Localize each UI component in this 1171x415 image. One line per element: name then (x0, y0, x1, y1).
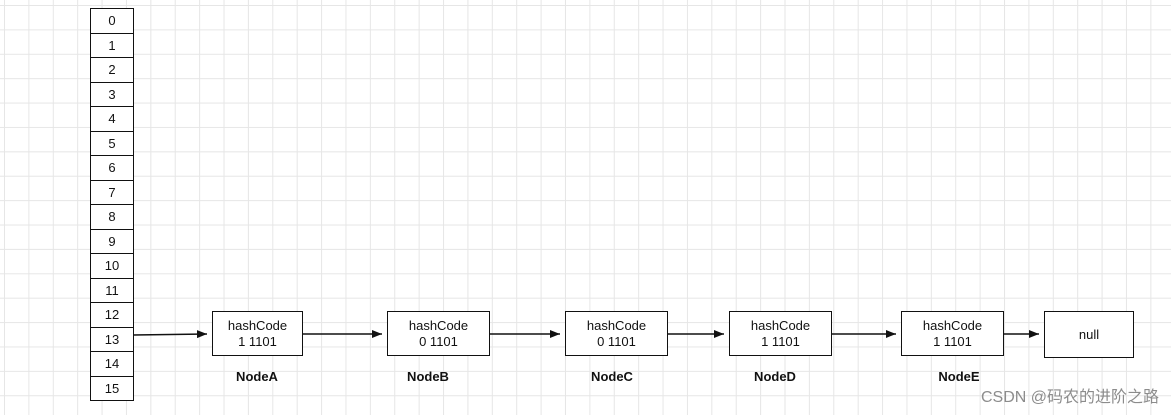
node-c-value: 0 1101 (597, 333, 636, 349)
node-d-field: hashCode (750, 317, 811, 333)
array-cell-0: 0 (91, 9, 133, 34)
array-cell-13: 13 (91, 328, 133, 352)
node-b-label: NodeB (407, 369, 449, 384)
node-e-field: hashCode (922, 317, 983, 333)
node-c-field: hashCode (586, 317, 647, 333)
array-cell-7: 7 (91, 181, 133, 205)
null-terminal-label: null (1078, 326, 1100, 342)
node-a-box: hashCode 1 1101 (212, 311, 303, 356)
node-b-box: hashCode 0 1101 (387, 311, 490, 356)
node-a-label: NodeA (236, 369, 278, 384)
node-a-field: hashCode (227, 317, 288, 333)
node-e-box: hashCode 1 1101 (901, 311, 1004, 356)
array-cell-8: 8 (91, 205, 133, 230)
csdn-watermark: CSDN @码农的进阶之路 (980, 389, 1159, 406)
array-cell-11: 11 (91, 279, 133, 303)
array-cell-5: 5 (91, 132, 133, 156)
array-cell-14: 14 (91, 352, 133, 377)
node-d-value: 1 1101 (761, 333, 800, 349)
array-cell-3: 3 (91, 83, 133, 107)
node-a-value: 1 1101 (238, 333, 277, 349)
null-terminal-box: null (1044, 311, 1134, 358)
arrow-bucket-to-nodeA (132, 330, 208, 339)
node-c-box: hashCode 0 1101 (565, 311, 668, 356)
node-b-field: hashCode (408, 317, 469, 333)
array-cell-4: 4 (91, 107, 133, 132)
array-cell-2: 2 (91, 58, 133, 83)
array-cell-12: 12 (91, 303, 133, 328)
array-cell-6: 6 (91, 156, 133, 181)
array-cell-10: 10 (91, 254, 133, 279)
node-b-value: 0 1101 (419, 333, 458, 349)
node-d-label: NodeD (754, 369, 796, 384)
hash-array: 0 1 2 3 4 5 6 7 8 9 10 11 12 13 14 15 (90, 8, 134, 401)
array-cell-15: 15 (91, 377, 133, 401)
node-e-value: 1 1101 (933, 333, 972, 349)
array-cell-9: 9 (91, 230, 133, 254)
node-d-box: hashCode 1 1101 (729, 311, 832, 356)
array-cell-1: 1 (91, 34, 133, 58)
node-c-label: NodeC (591, 369, 633, 384)
node-e-label: NodeE (938, 369, 980, 384)
